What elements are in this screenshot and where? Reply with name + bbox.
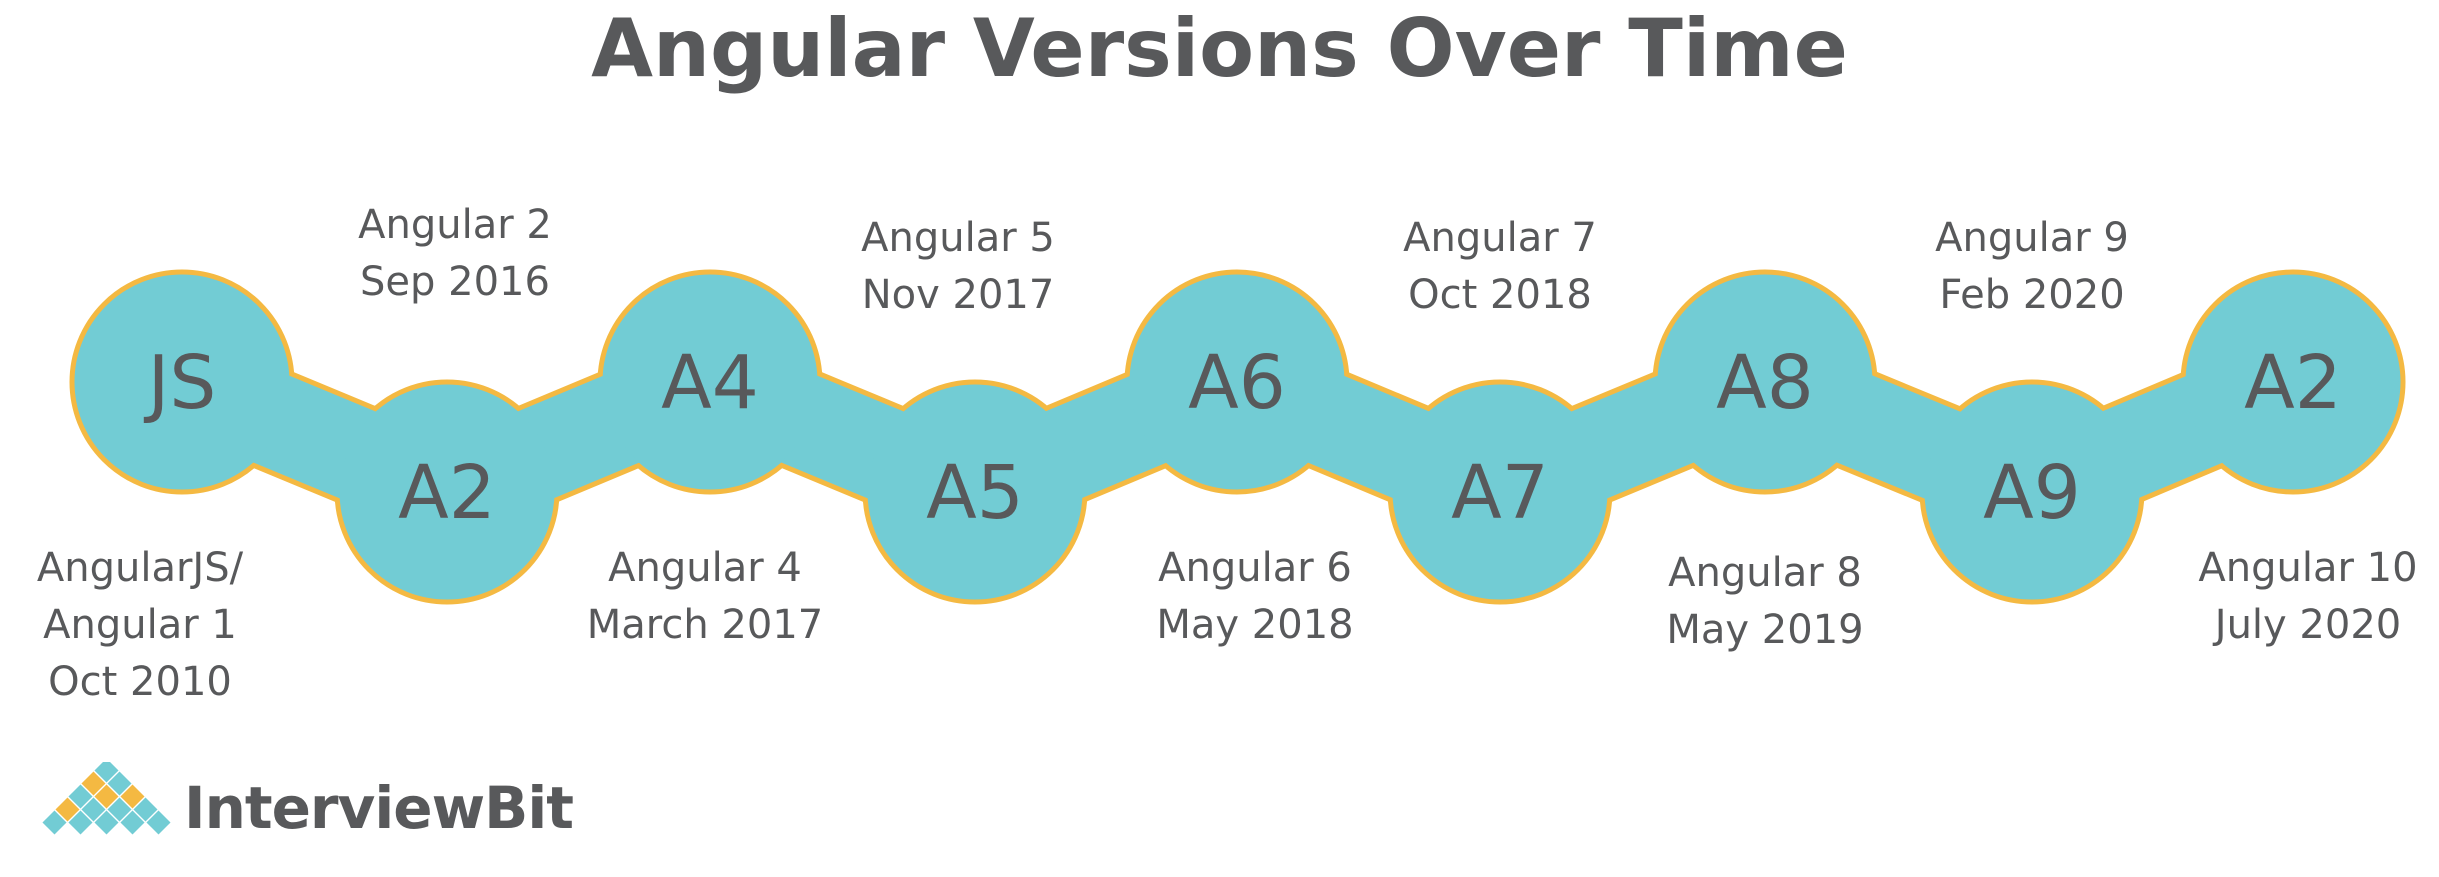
caption-line: March 2017 [586, 602, 824, 648]
caption-line: Feb 2020 [1939, 272, 2125, 318]
version-caption: Angular 6 May 2018 [1156, 540, 1353, 654]
caption-line: AngularJS/ [36, 545, 244, 591]
version-label: A2 [2244, 340, 2342, 426]
version-caption: AngularJS/Angular 1 Oct 2010 [37, 540, 243, 711]
caption-line: Oct 2018 [1408, 272, 1592, 318]
version-label: A2 [398, 450, 496, 536]
caption-line: Angular 10 [2198, 545, 2418, 591]
version-circle-fill [1925, 385, 2139, 599]
caption-line: Angular 5 [861, 215, 1055, 261]
caption-line: Angular 6 [1158, 545, 1352, 591]
version-label: A8 [1716, 340, 1814, 426]
version-label: JS [144, 340, 217, 426]
version-label: A4 [661, 340, 759, 426]
caption-line: May 2019 [1666, 607, 1864, 653]
caption-line: Angular 9 [1935, 215, 2129, 261]
caption-line: Angular 4 [608, 545, 802, 591]
version-caption: Angular 10 July 2020 [2198, 540, 2417, 654]
caption-line: Sep 2016 [360, 259, 550, 305]
version-circle-fill [1393, 385, 1607, 599]
diamond-grid-logo-icon [42, 762, 171, 835]
version-label: A7 [1451, 450, 1549, 536]
version-label: A6 [1188, 340, 1286, 426]
version-caption: Angular 7 Oct 2018 [1403, 210, 1597, 324]
version-caption: Angular 4 March 2017 [587, 540, 823, 654]
page-title: Angular Versions Over Time [591, 2, 1848, 95]
interviewbit-logo: InterviewBit [34, 762, 574, 854]
caption-line: Nov 2017 [861, 272, 1055, 318]
version-label: A9 [1983, 450, 2081, 536]
version-label: A5 [926, 450, 1024, 536]
version-circle-fill [1658, 275, 1872, 489]
version-caption: Angular 5 Nov 2017 [861, 210, 1055, 324]
version-circle-fill [75, 275, 289, 489]
caption-line: Angular 1 [43, 602, 237, 648]
caption-line: Angular 8 [1668, 550, 1862, 596]
version-circle-fill [1130, 275, 1344, 489]
version-circle-fill [603, 275, 817, 489]
caption-line: Angular 7 [1403, 215, 1597, 261]
caption-line: Oct 2010 [48, 659, 232, 705]
version-caption: Angular 9 Feb 2020 [1935, 210, 2129, 324]
caption-line: Angular 2 [358, 202, 552, 248]
version-circle-fill [340, 385, 554, 599]
caption-line: July 2020 [2214, 602, 2402, 648]
brand-name: InterviewBit [184, 774, 574, 842]
version-caption: Angular 8 May 2019 [1666, 545, 1863, 659]
version-circle-fill [2186, 275, 2400, 489]
caption-line: May 2018 [1156, 602, 1354, 648]
version-circle-fill [868, 385, 1082, 599]
version-caption: Angular 2 Sep 2016 [358, 197, 552, 311]
